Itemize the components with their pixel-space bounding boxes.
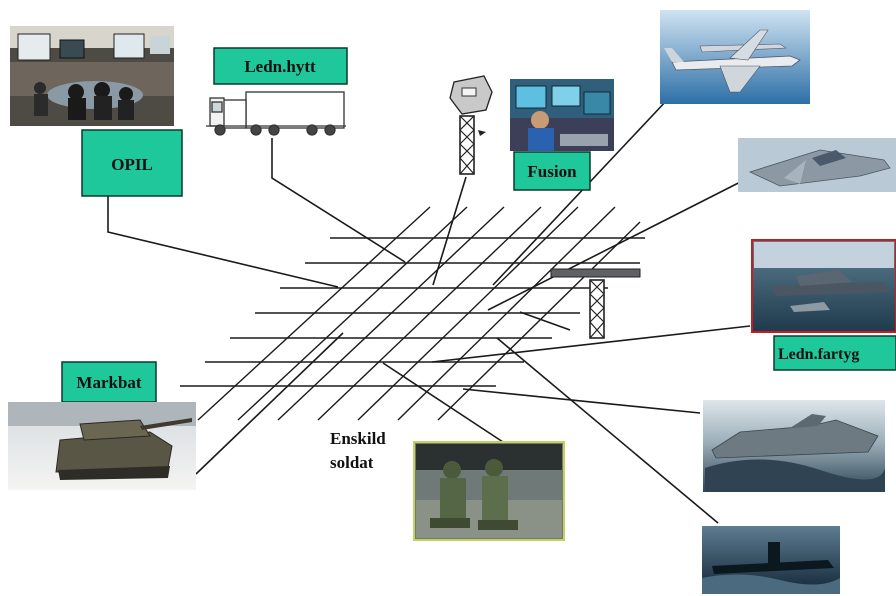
- control-room-photo: [10, 26, 174, 126]
- ledn-fartyg-text: Ledn.fartyg: [778, 346, 859, 363]
- fusion-text: Fusion: [527, 162, 577, 181]
- enskild-soldat-label: Enskild soldat: [330, 429, 386, 472]
- fighter-link: [487, 171, 761, 311]
- enskild-line1: Enskild: [330, 429, 386, 448]
- opil-label: OPIL: [81, 129, 183, 197]
- soldiers-photo: [413, 441, 565, 541]
- ship-link: [431, 325, 751, 363]
- opil-link: [107, 196, 339, 288]
- fusion-operator-photo: [510, 79, 614, 151]
- submarine-link: [496, 337, 719, 524]
- opil-text: OPIL: [111, 155, 153, 174]
- enskild-line2: soldat: [330, 453, 374, 472]
- fighter-jet-photo: [738, 138, 896, 192]
- command-ship-photo: [751, 239, 896, 333]
- tank-link: [195, 332, 344, 475]
- markbat-text: Markbat: [76, 373, 142, 392]
- ledn-fartyg-label: Ledn.fartyg: [773, 335, 896, 371]
- ledn-hytt-label: Ledn.hytt: [213, 47, 348, 85]
- antenna-tower-icon: [550, 268, 641, 339]
- aircraft-link: [492, 98, 669, 286]
- stealth-corvette-photo: [703, 400, 885, 492]
- ledn-hytt-link: [271, 138, 406, 263]
- network-grid: [180, 206, 645, 421]
- radar-link: [432, 176, 467, 286]
- ledn-hytt-text: Ledn.hytt: [244, 57, 316, 76]
- radar-mast-icon: [449, 75, 493, 175]
- truck-icon: [206, 91, 346, 136]
- fusion-label: Fusion: [513, 151, 591, 191]
- tower-link: [519, 311, 571, 331]
- surveillance-aircraft-photo: [660, 10, 810, 104]
- markbat-label: Markbat: [61, 361, 157, 403]
- corvette-link: [462, 388, 701, 414]
- submarine-photo: [702, 526, 840, 594]
- tank-photo: [8, 402, 196, 490]
